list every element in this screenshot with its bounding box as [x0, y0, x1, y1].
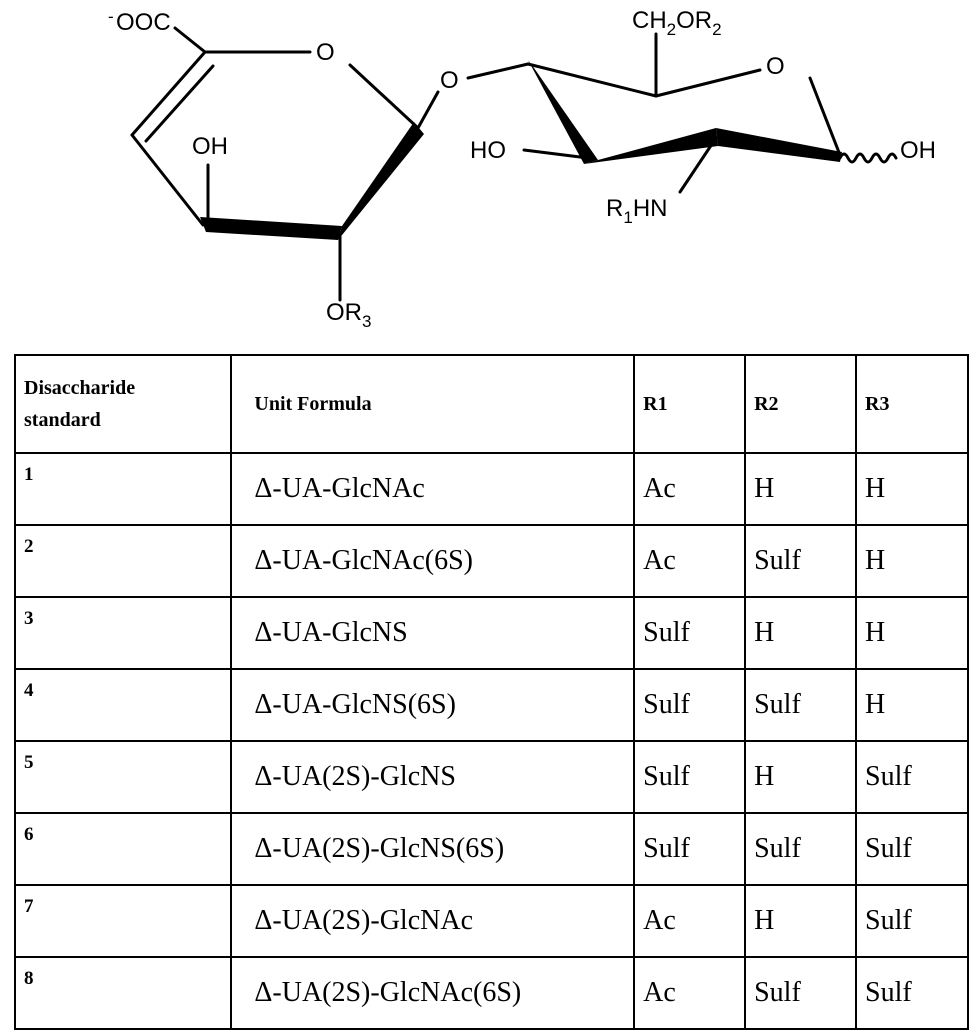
wedge-bond-c4-c3 — [528, 60, 598, 164]
cell-unit-formula: Δ-UA(2S)-GlcNAc(6S) — [230, 956, 636, 1030]
cell-unit-formula: Δ-UA-GlcNS(6S) — [230, 668, 636, 742]
cell-r3: H — [855, 596, 969, 670]
cell-unit-formula: Δ-UA-GlcNAc — [230, 452, 636, 526]
ring-bond-c5-o — [654, 68, 762, 98]
header-r1: R1 — [633, 354, 747, 454]
cell-unit-formula: Δ-UA(2S)-GlcNAc — [230, 884, 636, 958]
cell-r3: Sulf — [855, 812, 969, 886]
cell-r1: Ac — [633, 956, 747, 1030]
ring-bond-c4-c5 — [526, 62, 658, 98]
cell-r1: Sulf — [633, 668, 747, 742]
wedge-bond-c2-c1 — [716, 128, 842, 162]
wedge-bond-c3-c2 — [200, 217, 342, 240]
cell-r3: Sulf — [855, 740, 969, 814]
ring-oxygen-right-label: O — [766, 53, 785, 80]
cell-r1: Sulf — [633, 812, 747, 886]
header-r3: R3 — [855, 354, 969, 454]
cell-r1: Ac — [633, 884, 747, 958]
cell-r2: Sulf — [744, 668, 858, 742]
ring-bond-o-c1 — [808, 76, 842, 157]
c3-hydroxyl-bond-right — [522, 148, 590, 160]
hydroxyl-left-ring-label: OH — [192, 133, 228, 160]
anomeric-wavy-bond — [838, 152, 898, 164]
cell-r3: Sulf — [855, 884, 969, 958]
cell-unit-formula: Δ-UA-GlcNS — [230, 596, 636, 670]
cell-r2: H — [744, 740, 858, 814]
ring-bond-o-c1 — [348, 63, 420, 130]
disaccharide-structure-diagram: - OOC O O O OH OR3 CH2OR2 HO R1HN OH — [108, 7, 936, 331]
ring-oxygen-left-label: O — [316, 39, 335, 66]
cell-r2: H — [744, 452, 858, 526]
header-standard-line2: standard — [24, 409, 101, 431]
cell-r3: Sulf — [855, 956, 969, 1030]
ring-bond-c4-c3 — [130, 133, 205, 227]
header-standard: Disaccharide standard — [13, 354, 233, 454]
ho-right-ring-label: HO — [470, 137, 506, 164]
header-r2: R2 — [744, 354, 858, 454]
cell-r1: Ac — [633, 524, 747, 598]
cell-standard: 7 — [13, 884, 233, 958]
cell-r2: Sulf — [744, 812, 858, 886]
cell-r2: H — [744, 596, 858, 670]
cell-standard: 1 — [13, 452, 233, 526]
wedge-bond-c3-c2 — [584, 128, 718, 164]
glucosamine-ring — [466, 32, 898, 194]
cell-r3: H — [855, 668, 969, 742]
cell-r1: Sulf — [633, 740, 747, 814]
cell-r3: H — [855, 524, 969, 598]
cell-r2: Sulf — [744, 524, 858, 598]
or3-label: OR3 — [326, 299, 371, 331]
cell-standard: 5 — [13, 740, 233, 814]
cell-unit-formula: Δ-UA(2S)-GlcNS — [230, 740, 636, 814]
carboxylate-charge-label: - — [108, 7, 114, 26]
header-unit-formula: Unit Formula — [230, 354, 636, 454]
glycosidic-oxygen-label: O — [440, 67, 459, 94]
glycosidic-bond-right — [466, 62, 530, 80]
cell-r1: Sulf — [633, 596, 747, 670]
r1hn-label: R1HN — [606, 195, 667, 227]
uronic-acid-ring — [130, 26, 440, 302]
cell-r2: H — [744, 884, 858, 958]
carboxylate-bond — [173, 26, 207, 54]
cell-standard: 8 — [13, 956, 233, 1030]
cell-r1: Ac — [633, 452, 747, 526]
cell-r3: H — [855, 452, 969, 526]
header-standard-line1: Disaccharide — [24, 377, 136, 399]
glycosidic-bond-left — [416, 90, 440, 130]
anomeric-oh-label: OH — [900, 137, 936, 164]
cell-r2: Sulf — [744, 956, 858, 1030]
carboxylate-label: OOC — [116, 9, 171, 36]
double-bond-inner — [144, 64, 215, 143]
ch2or2-label: CH2OR2 — [632, 7, 722, 39]
double-bond-outer — [130, 50, 207, 137]
cell-standard: 3 — [13, 596, 233, 670]
wedge-bond-c2-c1 — [338, 122, 424, 240]
cell-unit-formula: Δ-UA-GlcNAc(6S) — [230, 524, 636, 598]
cell-standard: 4 — [13, 668, 233, 742]
cell-standard: 2 — [13, 524, 233, 598]
cell-unit-formula: Δ-UA(2S)-GlcNS(6S) — [230, 812, 636, 886]
cell-standard: 6 — [13, 812, 233, 886]
